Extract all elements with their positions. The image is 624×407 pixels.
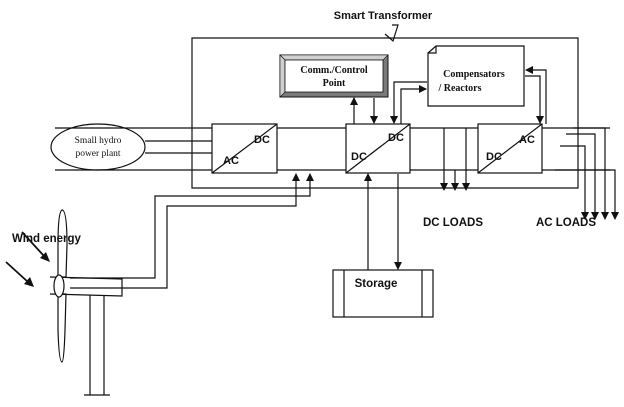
wind-energy-label: Wind energy — [12, 233, 82, 245]
compensator-arrow-out — [390, 81, 427, 124]
wind-feed-line-outer — [70, 173, 314, 279]
compensators-reactors-box: Compensators / Reactors — [427, 45, 525, 107]
storage-box: Storage — [332, 269, 434, 318]
storage-label: Storage — [355, 278, 398, 290]
smart-transformer-pointer — [384, 24, 399, 43]
dc-loads-feeders — [440, 128, 470, 191]
compensators-label-line1: Compensators — [443, 69, 505, 80]
converter2-top-label: DC — [388, 132, 404, 144]
compensator-arrow-in — [400, 85, 427, 124]
wind-turbine — [49, 209, 123, 396]
converter-ac-dc: DC AC — [211, 123, 278, 174]
converter-dc-dc: DC DC — [345, 123, 411, 174]
hydro-label-line1: Small hydro — [75, 136, 122, 146]
compensator-arrow-ac-out — [525, 75, 544, 124]
wind-feed-line-inner — [70, 173, 300, 289]
ac-loads-label: AC LOADS — [536, 217, 596, 229]
hydro-label-line2: power plant — [75, 149, 120, 159]
converter1-bottom-label: AC — [223, 155, 239, 167]
compensator-arrow-ac-in — [525, 66, 547, 124]
converter3-top-label: AC — [519, 134, 535, 146]
ac-loads-feeders — [555, 127, 619, 220]
comm-control-label-line1: Comm./Control — [300, 65, 368, 76]
wind-arrows — [5, 231, 50, 287]
smart-transformer-enclosure — [191, 37, 579, 189]
converter3-bottom-label: DC — [486, 151, 502, 163]
comm-control-point-box: Comm./Control Point — [279, 54, 389, 98]
compensators-label-line2: / Reactors — [437, 83, 481, 94]
comm-control-label-line2: Point — [323, 78, 346, 89]
dc-loads-label: DC LOADS — [423, 217, 483, 229]
small-hydro-power-plant: Small hydro power plant — [50, 123, 146, 171]
converter-dc-ac: AC DC — [477, 123, 543, 174]
converter1-top-label: DC — [254, 134, 270, 146]
converter2-bottom-label: DC — [351, 151, 367, 163]
smart-transformer-label: Smart Transformer — [334, 10, 433, 22]
